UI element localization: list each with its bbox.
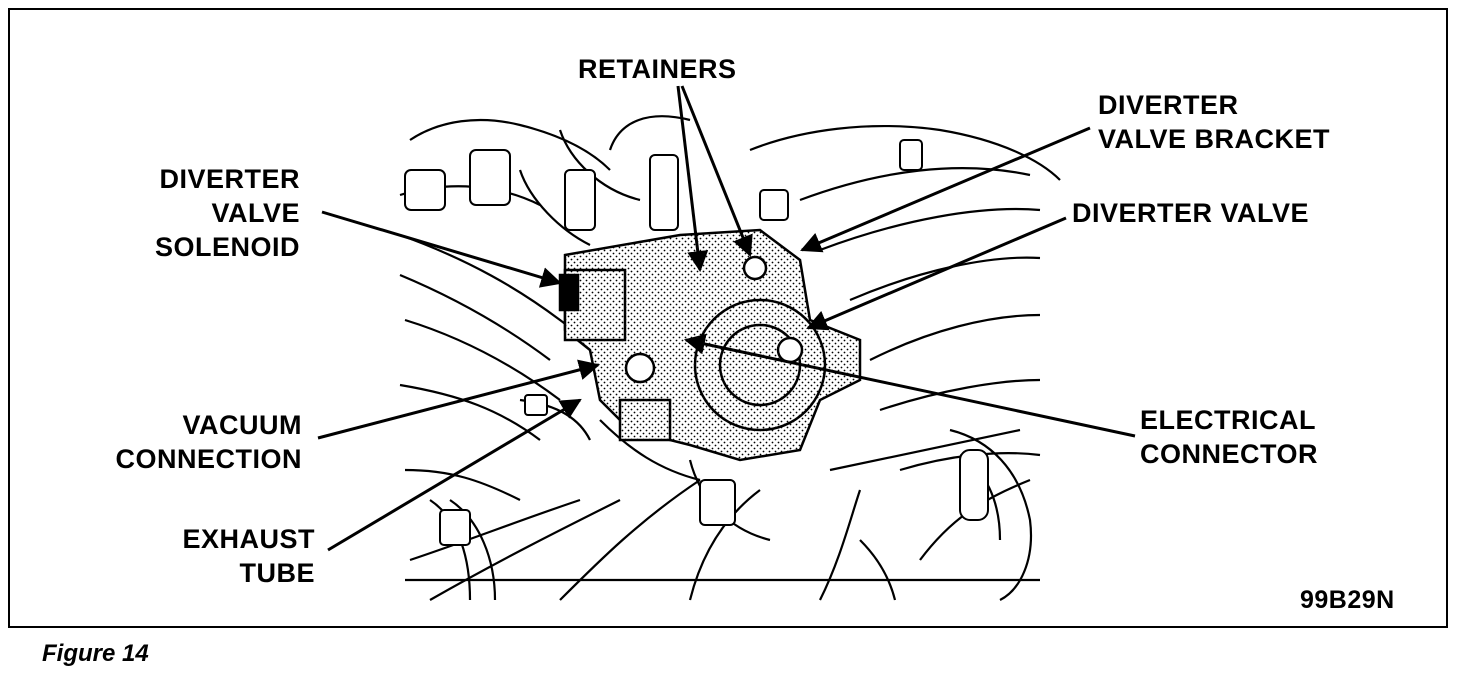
leader-lines bbox=[317, 85, 1136, 552]
solenoid-leader bbox=[321, 210, 563, 288]
diverter-valve-assembly bbox=[558, 228, 862, 462]
electrical-leader bbox=[683, 333, 1136, 438]
label-diverter-valve-solenoid: DIVERTER VALVE SOLENOID bbox=[154, 164, 300, 262]
bracket-leader bbox=[800, 126, 1091, 253]
retainers-leader-2 bbox=[680, 85, 753, 257]
label-diverter-valve-bracket: DIVERTER VALVE BRACKET bbox=[1098, 90, 1331, 154]
exhaust-leader bbox=[327, 398, 582, 552]
label-electrical-connector: ELECTRICAL CONNECTOR bbox=[1140, 405, 1319, 469]
label-diverter-valve: DIVERTER VALVE bbox=[1072, 198, 1310, 228]
vacuum-leader bbox=[317, 359, 601, 440]
figure-caption: Figure 14 bbox=[42, 640, 149, 667]
retainers-leader-1 bbox=[676, 85, 709, 273]
figure-code: 99B29N bbox=[1300, 586, 1395, 614]
diverter-valve-leader bbox=[806, 216, 1067, 331]
label-vacuum-connection: VACUUM CONNECTION bbox=[115, 410, 302, 474]
label-exhaust-tube: EXHAUST TUBE bbox=[182, 524, 315, 588]
label-retainers: RETAINERS bbox=[578, 54, 737, 84]
hardware-details bbox=[404, 139, 989, 546]
